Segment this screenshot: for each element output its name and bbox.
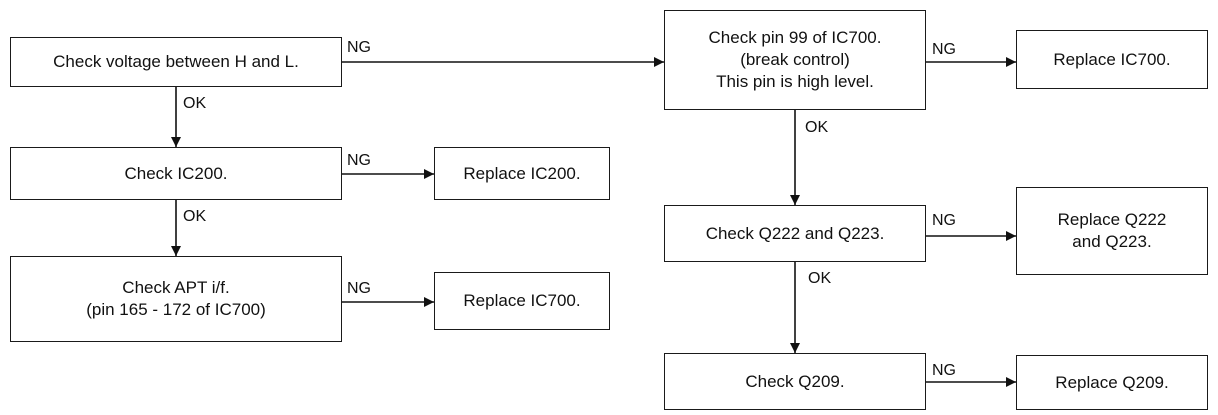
node-replace-q222: Replace Q222 and Q223. [1016,187,1208,275]
label-ic200-ok: OK [183,208,207,225]
label-voltage-ok: OK [183,95,207,112]
label-pin99-ok: OK [805,119,829,136]
node-check-apt: Check APT i/f. (pin 165 - 172 of IC700) [10,256,342,342]
node-check-pin99: Check pin 99 of IC700. (break control) T… [664,10,926,110]
node-check-q209: Check Q209. [664,353,926,410]
node-check-ic200: Check IC200. [10,147,342,200]
label-q222-ng: NG [932,212,956,229]
label-pin99-ng: NG [932,41,956,58]
label-voltage-ng: NG [347,39,371,56]
label-apt-ng: NG [347,280,371,297]
label-ic200-ng: NG [347,152,371,169]
label-q209-ng: NG [932,362,956,379]
node-check-q222: Check Q222 and Q223. [664,205,926,262]
node-replace-ic200: Replace IC200. [434,147,610,200]
node-check-voltage: Check voltage between H and L. [10,37,342,87]
node-replace-ic700-apt: Replace IC700. [434,272,610,330]
node-replace-ic700-pin99: Replace IC700. [1016,30,1208,89]
node-replace-q209: Replace Q209. [1016,355,1208,410]
label-q222-ok: OK [808,270,832,287]
